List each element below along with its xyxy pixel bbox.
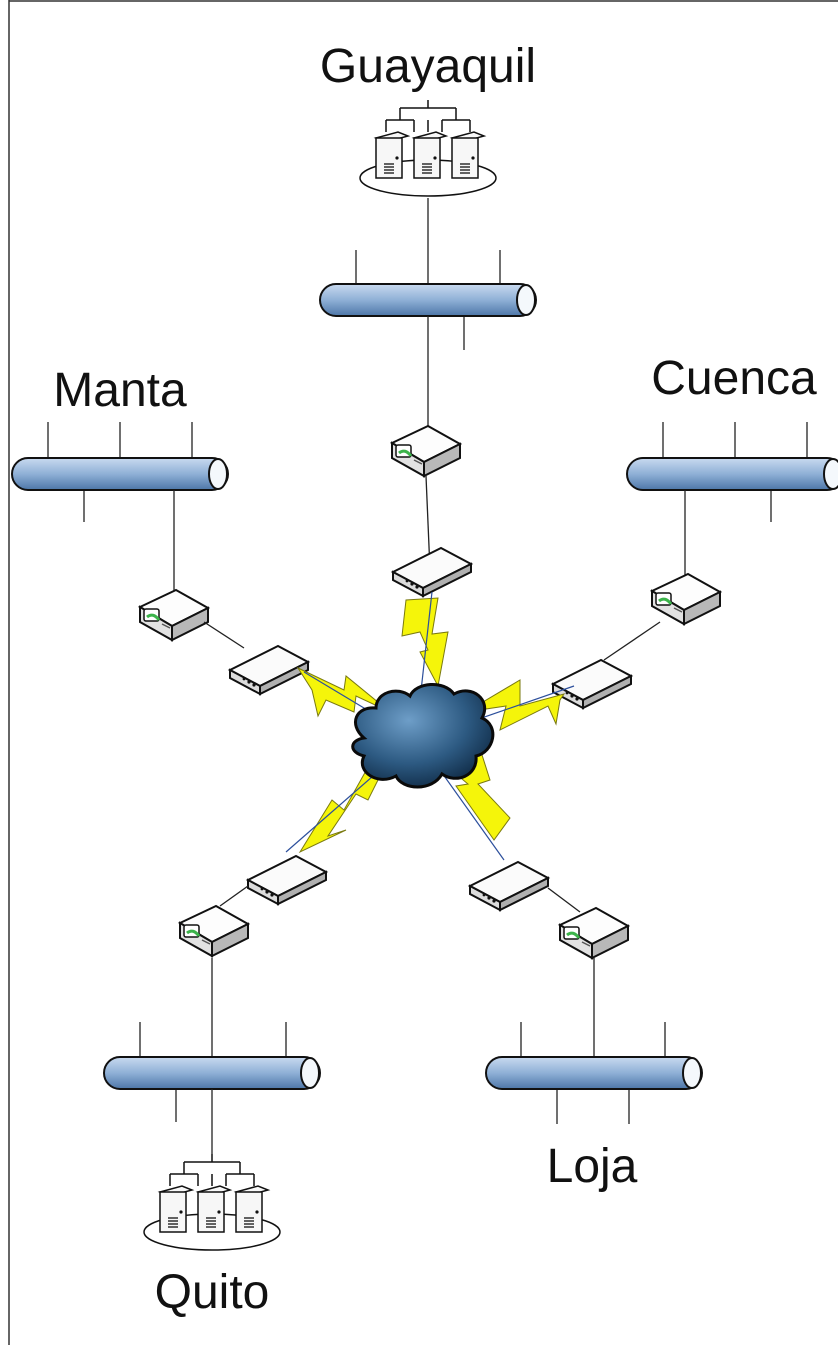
loja-modem-router-link	[547, 887, 581, 913]
loja-router-icon	[558, 906, 630, 960]
guayaquil-lightning-link-icon	[401, 597, 449, 688]
manta-bus	[11, 422, 229, 522]
quito-modem-icon	[247, 855, 327, 905]
cuenca-router-icon	[650, 572, 722, 626]
manta-label: Manta	[53, 364, 187, 417]
quito-server-cluster-icon	[144, 1154, 280, 1250]
wan-cloud-icon	[351, 683, 495, 789]
quito-modem-router-link	[219, 885, 249, 907]
guayaquil-bus	[319, 250, 537, 350]
manta-lightning-link-icon	[296, 666, 391, 718]
cuenca-label: Cuenca	[651, 352, 817, 405]
manta-router-icon	[138, 588, 210, 642]
manta-modem-icon	[229, 645, 309, 695]
guayaquil-server-cluster-icon	[360, 100, 496, 196]
loja-bus	[485, 1022, 703, 1124]
loja-label: Loja	[547, 1140, 638, 1193]
cuenca-bus	[626, 422, 838, 522]
guayaquil-modem-icon	[392, 547, 472, 597]
cuenca-modem-icon	[552, 659, 632, 709]
quito-bus	[103, 1022, 321, 1122]
manta-router-modem-link	[203, 621, 245, 649]
cuenca-lightning-link-icon	[465, 679, 566, 731]
loja-modem-icon	[469, 861, 549, 911]
cuenca-router-modem-link	[603, 621, 661, 661]
quito-router-icon	[178, 904, 250, 958]
quito-label: Quito	[155, 1266, 270, 1319]
guayaquil-router-icon	[390, 424, 462, 478]
guayaquil-label: Guayaquil	[320, 40, 536, 93]
